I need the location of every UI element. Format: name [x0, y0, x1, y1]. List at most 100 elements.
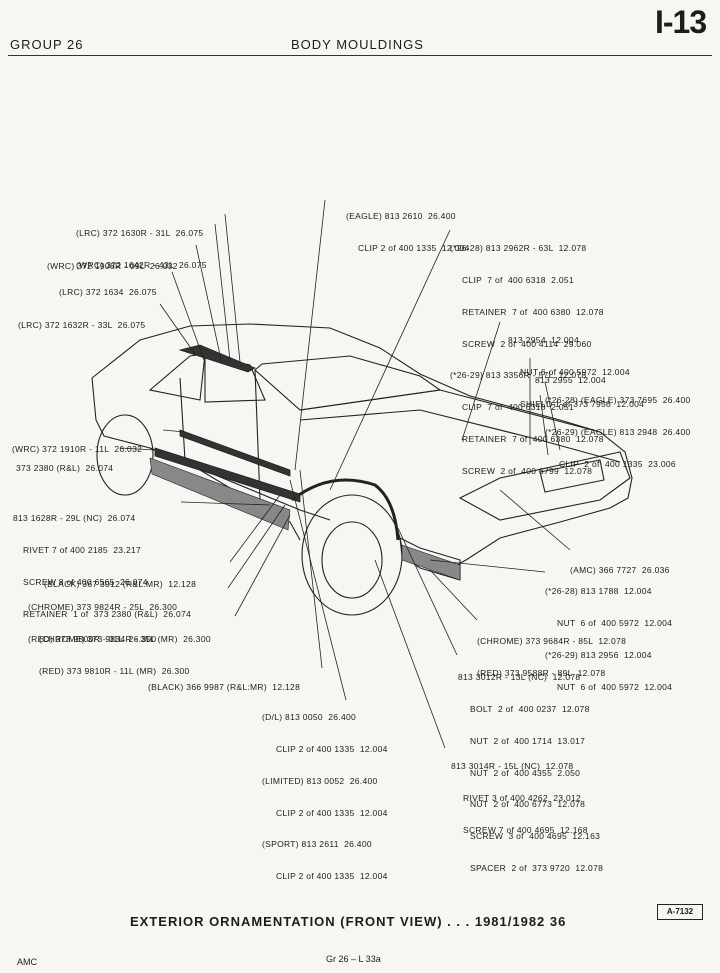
- callout-line: (LIMITED) 813 0052 26.400: [262, 775, 378, 786]
- group-label: GROUP 26: [10, 37, 84, 52]
- door-moulding-strip: [154, 447, 301, 503]
- front-wheel: [301, 494, 403, 616]
- callout-line: (BLACK) 366 9987 (R&L:MR) 12.128: [148, 682, 301, 693]
- windshield-outline: [254, 355, 442, 411]
- callout-813-3014r: 813 3014R - 15L (NC) 12.078 RIVET 3 of 4…: [451, 740, 588, 846]
- grille-outline: [458, 451, 631, 521]
- callout-black-366-9987: (BLACK) 366 9987 (R&L:MR) 12.128: [148, 661, 300, 703]
- callout-line: CLIP 7 of 400 6318 2.051: [462, 274, 574, 285]
- callout-line: BOLT 2 of 400 0237 12.078: [470, 703, 590, 714]
- page-number: I-13: [655, 4, 707, 40]
- callout-line: (SPORT) 813 2611 26.400: [262, 839, 372, 850]
- callout-line: SCREW 8 of 400 6565 26.074: [23, 576, 148, 587]
- callout-chrome-373-9834r: (CHROME) 373 9834R - 35L (MR) 26.300 (RE…: [39, 613, 211, 687]
- header-rule: [8, 55, 712, 56]
- callout-line: CLIP 2 of 400 1335 12.004: [358, 242, 470, 253]
- callout-line: (RED) 373 9810R - 11L (MR) 26.300: [39, 665, 190, 676]
- callout-line: SCREW 7 of 400 4695 12.168: [463, 824, 588, 835]
- callout-wrc-372-1910r: (WRC) 372 1910R - 11L 26.032: [12, 423, 142, 465]
- callout-line: SCREW 2 of 400 4114 29.060: [462, 338, 592, 349]
- callout-line: (EAGLE) 813 2610 26.400: [346, 211, 456, 222]
- rocker-panel-moulding: [149, 457, 291, 531]
- callout-line: NUT 2 of 400 1714 13.017: [470, 735, 586, 746]
- callout-813-1788: (*26-28) 813 1788 12.004 NUT 6 of 400 59…: [545, 565, 672, 703]
- callout-line: (WRC) 372 1642R - 43L 26.075: [76, 259, 207, 270]
- car-roof-outline: [91, 323, 633, 575]
- figure-caption: EXTERIOR ORNAMENTATION (FRONT VIEW) . . …: [130, 914, 567, 929]
- callout-line: NUT 2 of 400 6773 12.078: [470, 799, 586, 810]
- footer-brand: AMC: [17, 957, 37, 967]
- callout-line: RETAINER 7 of 400 6380 12.078: [462, 433, 604, 444]
- callout-line: NUT 6 of 400 5972 12.004: [557, 617, 673, 628]
- callout-line: (LRC) 372 1630R - 31L 26.075: [76, 228, 204, 239]
- callout-wrc-372-1908r: (WRC) 372 1908R - 09L 26.032: [47, 240, 178, 282]
- callout-373-2380: 373 2380 (R&L) 26.074: [16, 442, 113, 484]
- callout-eagle-813-2610: (EAGLE) 813 2610 26.400 CLIP 2 of 400 13…: [346, 190, 470, 264]
- callout-813-1628r: 813 1628R - 29L (NC) 26.074 RIVET 7 of 4…: [13, 492, 191, 630]
- callout-lrc-372-1634: (LRC) 372 1634 26.075: [59, 266, 157, 308]
- callout-line: (CHROME) 373 9824R - 25L 26.300: [28, 602, 178, 613]
- callout-line: 813 3012R - 13L (NC) 12.078: [458, 672, 581, 683]
- callout-line: SHIELD 1 of 373 7956 12.004: [520, 398, 645, 409]
- callout-line: (CHROME) 373 9684R - 85L 12.078: [477, 636, 627, 647]
- callout-line: RETAINER 1 of 373 2380 (R&L) 26.074: [23, 608, 192, 619]
- callout-line: 813 3014R - 15L (NC) 12.078: [451, 761, 574, 772]
- callout-line: (CHROME) 373 9834R - 35L (MR) 26.300: [39, 634, 211, 645]
- callout-black-367-3012: (BLACK) 367 3012 (R&L:MR) 12.128: [44, 558, 196, 600]
- front-wheel-hub: [321, 521, 383, 599]
- callout-line: SCREW 3 of 400 4695 12.163: [470, 831, 601, 842]
- callout-813-2955: 813 2955 12.004: [535, 354, 606, 396]
- callout-line: SCREW 2 of 400 6799 12.078: [462, 465, 593, 476]
- callout-line: (*26-29) 813 3356R - 57L 12.078: [450, 370, 587, 381]
- callout-line: SPACER 2 of 373 9720 12.078: [470, 862, 604, 873]
- page-section-title: BODY MOULDINGS: [291, 37, 424, 52]
- wheel-arch-moulding: [291, 478, 400, 541]
- hood-line: [299, 389, 601, 433]
- callout-line: (WRC) 372 1910R - 11L 26.032: [12, 444, 143, 455]
- callout-line: (AMC) 366 7727 26.036: [570, 565, 670, 576]
- callout-line: 373 2380 (R&L) 26.074: [16, 463, 114, 474]
- rear-wheel: [96, 414, 154, 496]
- callout-line: CLIP 2 of 400 1335 12.004: [276, 871, 388, 882]
- callout-chrome-373-9684r: (CHROME) 373 9684R - 85L 12.078 (RED) 37…: [477, 615, 626, 689]
- callout-813-3012r: 813 3012R - 13L (NC) 12.078 BOLT 2 of 40…: [458, 651, 603, 884]
- callout-line: (LRC) 372 1634 26.075: [59, 287, 157, 298]
- callout-amc-366-7727: (AMC) 366 7727 26.036: [570, 544, 670, 586]
- footer-page-code: Gr 26 – L 33a: [326, 954, 381, 964]
- callout-line: CLIP 2 of 400 1335 23.006: [559, 458, 676, 469]
- callout-chrome-373-9824r: (CHROME) 373 9824R - 25L 26.300 (RED) 37…: [28, 581, 177, 655]
- front-bumper-guard: [401, 544, 461, 581]
- headlight-outline: [539, 459, 605, 493]
- callout-line: (D/L) 813 0050 26.400: [262, 712, 357, 723]
- side-window-rear: [148, 353, 206, 401]
- callout-line: (*26-29) 813 2956 12.004: [545, 649, 652, 660]
- callout-line: (RED) 373 9588R - 89L 12.078: [477, 667, 606, 678]
- callout-lrc-372-1632r: (LRC) 372 1632R - 33L 26.075: [18, 299, 145, 341]
- callout-line: RETAINER 7 of 400 6380 12.078: [462, 306, 604, 317]
- reference-code-box: A-7132: [657, 904, 703, 920]
- callout-line: (*26-28) 813 2962R - 63L 12.078: [450, 243, 587, 254]
- callout-line: CLIP 2 of 400 1335 12.004: [276, 807, 388, 818]
- callout-line: 813 2954 12.004: [508, 335, 579, 346]
- callout-lrc-372-1630r: (LRC) 372 1630R - 31L 26.075 (WRC) 372 1…: [76, 207, 207, 281]
- quarter-stripe: [179, 429, 291, 477]
- car-door-line: [179, 369, 261, 501]
- callout-line: (*26-28) 813 1788 12.004: [545, 586, 652, 597]
- roof-drip-moulding: [178, 344, 256, 373]
- callout-line: (RED) 373 9800R - 01L 26.300: [28, 633, 157, 644]
- callout-813-2962r: (*26-28) 813 2962R - 63L 12.078 CLIP 7 o…: [450, 222, 604, 487]
- callout-eagle-373-7695: (*26-28) (EAGLE) 373 7695 26.400 (*26-29…: [545, 374, 691, 480]
- callout-line: NUT 2 of 400 4355 2.050: [470, 767, 581, 778]
- callout-line: (LRC) 372 1632R - 33L 26.075: [18, 320, 146, 331]
- callout-813-2954: 813 2954 12.004 NUT 6 of 400 5972 12.004…: [508, 314, 644, 420]
- callout-dl-813-0050: (D/L) 813 0050 26.400 CLIP 2 of 400 1335…: [262, 691, 388, 892]
- callout-line: NUT 6 of 400 5972 12.004: [520, 366, 630, 377]
- callout-line: (*26-28) (EAGLE) 373 7695 26.400: [545, 395, 691, 406]
- callout-line: (BLACK) 367 3012 (R&L:MR) 12.128: [44, 579, 197, 590]
- callout-line: RIVET 3 of 400 4262 23.012: [463, 792, 582, 803]
- callout-line: CLIP 2 of 400 1335 12.004: [276, 743, 388, 754]
- callout-line: NUT 6 of 400 5972 12.004: [557, 681, 673, 692]
- callout-line: RIVET 7 of 400 2185 23.217: [23, 544, 142, 555]
- callout-line: 813 2955 12.004: [535, 375, 606, 386]
